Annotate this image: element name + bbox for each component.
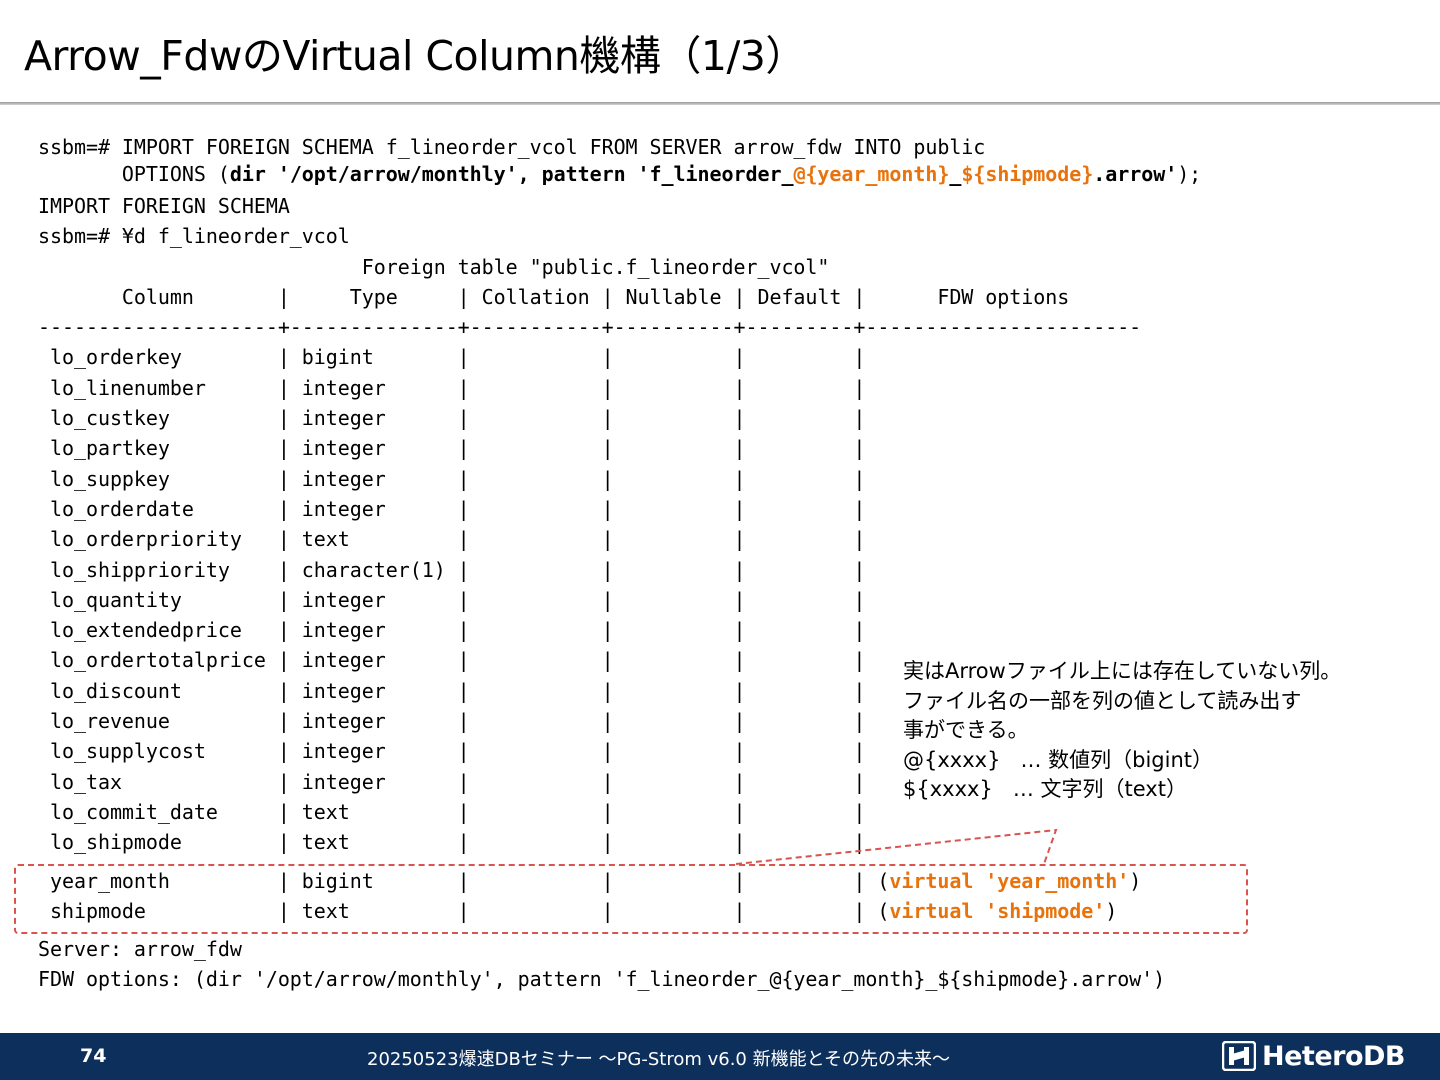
logo-wordmark: HeteroDB (1262, 1040, 1405, 1072)
table-row: lo_partkey | integer | | | | (38, 436, 866, 461)
import-options-line: OPTIONS (dir '/opt/arrow/monthly', patte… (38, 162, 1202, 186)
table-row: lo_ordertotalprice | integer | | | | (38, 648, 866, 673)
table-row: lo_orderkey | bigint | | | | (38, 345, 866, 370)
table-row: lo_commit_date | text | | | | (38, 799, 866, 824)
footer-bar: 74 20250523爆速DBセミナー ～PG-Strom v6.0 新機能とそ… (0, 1033, 1440, 1080)
title-rule (0, 102, 1440, 105)
virtual-column-row-shipmode: shipmode | text | | | | (virtual 'shipmo… (38, 898, 1118, 923)
table-row: lo_extendedprice | integer | | | | (38, 618, 866, 643)
page-number: 74 (80, 1045, 107, 1067)
table-row: lo_orderpriority | text | | | | (38, 527, 866, 552)
table-row: lo_shipmode | text | | | | (38, 830, 866, 855)
table-row: lo_linenumber | integer | | | | (38, 375, 866, 400)
import-command-line: ssbm=# IMPORT FOREIGN SCHEMA f_lineorder… (38, 135, 986, 159)
table-row: lo_suppkey | integer | | | | (38, 466, 866, 491)
describe-command-line: ssbm=# ¥d f_lineorder_vcol (38, 224, 350, 249)
table-row: lo_orderdate | integer | | | | (38, 496, 866, 521)
table-header: Column | Type | Collation | Nullable | D… (38, 284, 1070, 309)
server-line: Server: arrow_fdw (38, 937, 242, 962)
table-row: lo_shippriority | character(1) | | | | (38, 557, 866, 582)
fdw-options-line: FDW options: (dir '/opt/arrow/monthly', … (38, 967, 1166, 992)
psql-output: ssbm=# IMPORT FOREIGN SCHEMA f_lineorder… (38, 134, 1201, 995)
table-row: lo_tax | integer | | | | (38, 769, 866, 794)
table-row: lo_revenue | integer | | | | (38, 709, 866, 734)
callout-note: 実はArrowファイル上には存在していない列。ファイル名の一部を列の値として読み… (903, 659, 1342, 801)
table-row: lo_custkey | integer | | | | (38, 406, 866, 431)
table-row: lo_discount | integer | | | | (38, 678, 866, 703)
slide-title: Arrow_FdwのVirtual Column機構（1/3） (24, 32, 806, 80)
virtual-column-row-year-month: year_month | bigint | | | | (virtual 'ye… (38, 868, 1142, 893)
heterodb-logo: HeteroDB (1222, 1039, 1405, 1073)
table-separator: --------------------+--------------+----… (38, 315, 1142, 340)
table-caption: Foreign table "public.f_lineorder_vcol" (38, 254, 830, 279)
table-row: lo_supplycost | integer | | | | (38, 739, 866, 764)
import-result-line: IMPORT FOREIGN SCHEMA (38, 194, 290, 218)
table-row: lo_quantity | integer | | | | (38, 587, 866, 612)
heterodb-logo-icon (1222, 1041, 1256, 1071)
event-title: 20250523爆速DBセミナー ～PG-Strom v6.0 新機能とその先の… (367, 1049, 951, 1070)
